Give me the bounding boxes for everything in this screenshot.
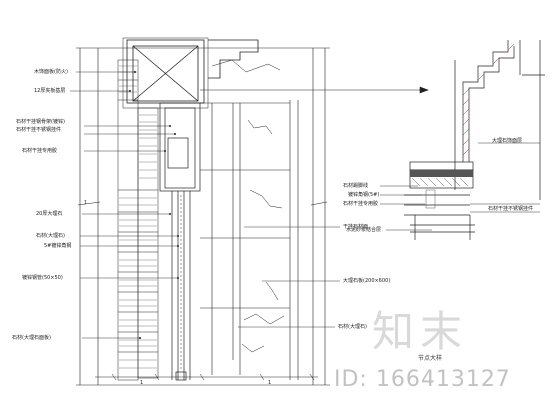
detail-block-hatch xyxy=(411,177,469,209)
mid-label-2: 大理石板(200×600) xyxy=(343,278,391,284)
left-leader-dots xyxy=(129,71,179,339)
detail-label-6: 水泥砂浆结合层 xyxy=(346,227,382,233)
detail-title: 节点大样 xyxy=(418,355,443,362)
left-label-2: 12厚夹板基层 xyxy=(34,88,66,94)
left-leaders xyxy=(70,71,178,339)
mid-label-1: 干挂石材面 xyxy=(343,224,369,230)
central-column xyxy=(159,102,201,381)
left-label-9: 镀锌钢管(50×50) xyxy=(22,275,63,281)
top-column-box xyxy=(122,37,281,109)
dim-bottom-a: 1 xyxy=(140,380,144,386)
dim-bottom-b: 1 xyxy=(268,380,272,386)
stone-panel-grid xyxy=(200,100,299,380)
dim-left-text: 1 xyxy=(84,200,88,206)
detail-leaders xyxy=(380,142,540,231)
left-label-8: 5#镀锌角钢 xyxy=(44,243,72,249)
left-label-6: 20厚大理石 xyxy=(36,211,63,217)
mid-label-3: 石材(大理石) xyxy=(338,324,367,330)
left-label-4: 石材干挂不锈钢挂件 xyxy=(16,127,62,133)
detail-label-5: 石材干挂不锈钢挂件 xyxy=(488,206,534,212)
mid-leaders xyxy=(238,226,340,328)
detail-callout-arrow xyxy=(200,86,429,94)
watermark-id: ID: 166413127 xyxy=(334,367,511,392)
bottom-dim-ticks xyxy=(111,373,315,381)
detail-label-4: 石材干挂专用胶 xyxy=(343,201,379,207)
left-label-7: 石材(大理石) xyxy=(36,233,65,239)
detail-floor-hatch xyxy=(410,170,473,177)
elevation-frame xyxy=(76,47,330,386)
watermark-logo: 知末 xyxy=(372,307,469,356)
detail-wall-hatch xyxy=(462,43,515,156)
left-label-3: 石材干挂钢骨架(镀锌) xyxy=(16,119,65,125)
left-label-1: 木饰面板(防火) xyxy=(34,69,68,75)
detail-label-2: 石材踢脚线 xyxy=(343,183,369,189)
detail-label-1: 大理石饰面层 xyxy=(492,138,523,144)
left-label-10: 石材(大理石面板) xyxy=(12,335,51,341)
detail-label-3: 镀锌角钢(5#) xyxy=(348,192,380,198)
left-cladding-hatch xyxy=(119,65,157,369)
left-label-5: 石材干挂专用胶 xyxy=(22,148,58,154)
